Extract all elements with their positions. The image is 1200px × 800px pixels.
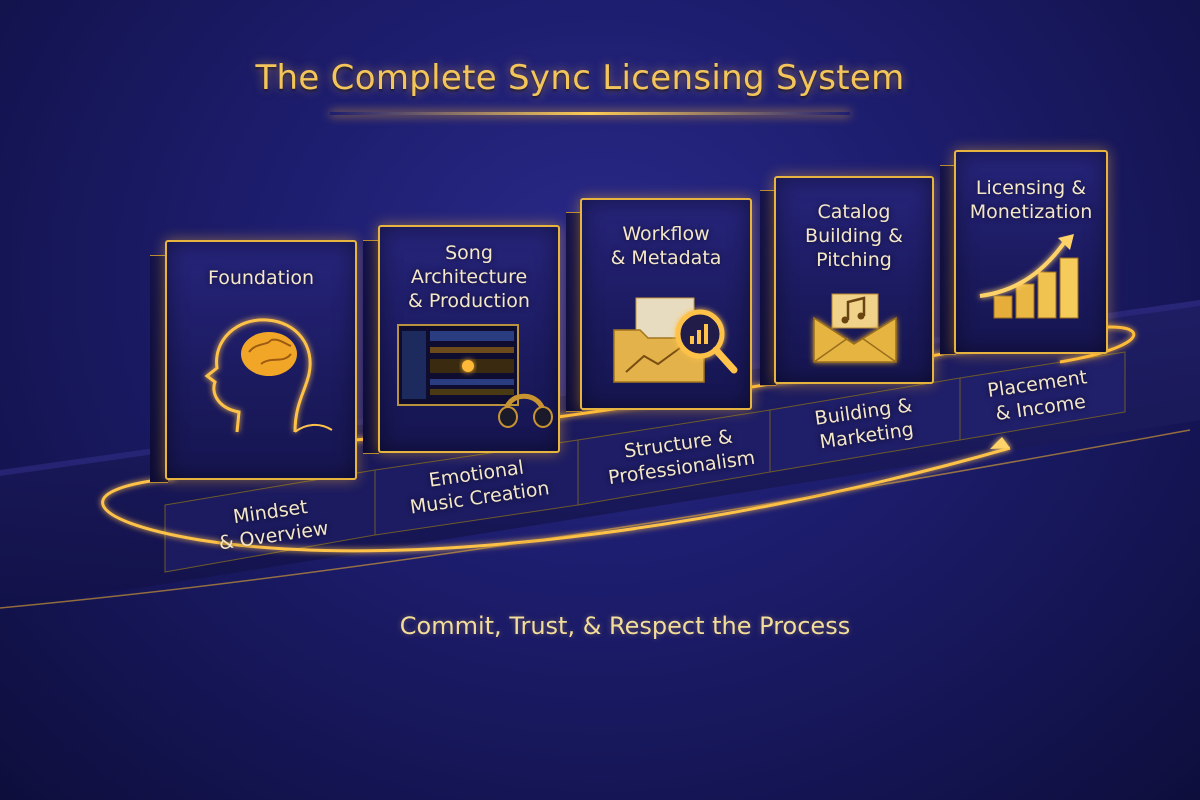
swoosh-arrowhead — [990, 437, 1010, 449]
step-book-5: Licensing & Monetization — [954, 150, 1108, 354]
envelope-music-icon — [813, 293, 897, 363]
step-book-2: Song Architecture & Production — [378, 225, 560, 453]
step-book-3: Workflow & Metadata — [580, 198, 752, 410]
step-book-1: Foundation — [165, 240, 357, 480]
step-book-4-title: Catalog Building & Pitching — [805, 201, 903, 271]
step-book-4: Catalog Building & Pitching — [774, 176, 934, 384]
growth-chart-icon — [979, 234, 1079, 319]
step-book-2-title: Song Architecture & Production — [408, 242, 530, 312]
page-title: The Complete Sync Licensing System — [255, 58, 905, 98]
step-book-1-title: Foundation — [207, 267, 315, 289]
title-underline — [330, 112, 850, 115]
daw-headphones-icon — [397, 324, 553, 428]
step-book-5-title: Licensing & Monetization — [969, 177, 1093, 223]
folder-magnifier-icon — [613, 297, 738, 383]
tagline: Commit, Trust, & Respect the Process — [399, 612, 851, 640]
head-brain-icon — [204, 318, 333, 433]
step-book-3-title: Workflow & Metadata — [610, 223, 722, 269]
